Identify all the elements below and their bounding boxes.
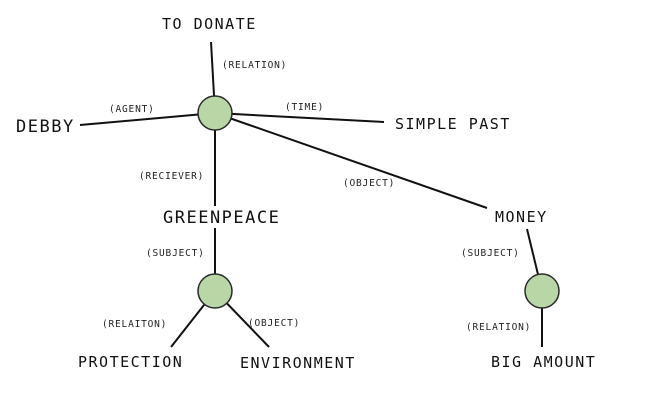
edge-root-simple-past bbox=[214, 112, 385, 123]
label-time: (TIME) bbox=[285, 102, 324, 113]
term-money: MONEY bbox=[495, 208, 548, 226]
nodes bbox=[197, 95, 560, 309]
term-debby: DEBBY bbox=[16, 117, 75, 137]
label-relaiton: (RELAITON) bbox=[102, 319, 167, 330]
edges bbox=[79, 41, 543, 348]
edge-root-money bbox=[214, 112, 488, 209]
label-reciever: (RECIEVER) bbox=[139, 171, 204, 182]
term-protection: PROTECTION bbox=[78, 353, 183, 371]
label-object-environment: (OBJECT) bbox=[248, 318, 300, 329]
money-node bbox=[524, 273, 560, 309]
term-big-amount: BIG AMOUNT bbox=[491, 353, 596, 371]
term-to-donate: TO DONATE bbox=[162, 15, 257, 33]
root-node bbox=[197, 95, 233, 131]
label-subject-greenpeace: (SUBJECT) bbox=[146, 248, 205, 259]
term-simple-past: SIMPLE PAST bbox=[395, 115, 511, 133]
label-relation-money: (RELATION) bbox=[466, 322, 531, 333]
label-relation-top: (RELATION) bbox=[222, 60, 287, 71]
edge-root-debby bbox=[79, 112, 216, 126]
greenpeace-node bbox=[197, 273, 233, 309]
term-greenpeace: GREENPEACE bbox=[163, 208, 280, 228]
term-environment: ENVIRONMENT bbox=[240, 354, 356, 372]
label-object-money: (OBJECT) bbox=[343, 178, 395, 189]
label-agent: (AGENT) bbox=[109, 104, 155, 115]
label-subject-money: (SUBJECT) bbox=[461, 248, 520, 259]
